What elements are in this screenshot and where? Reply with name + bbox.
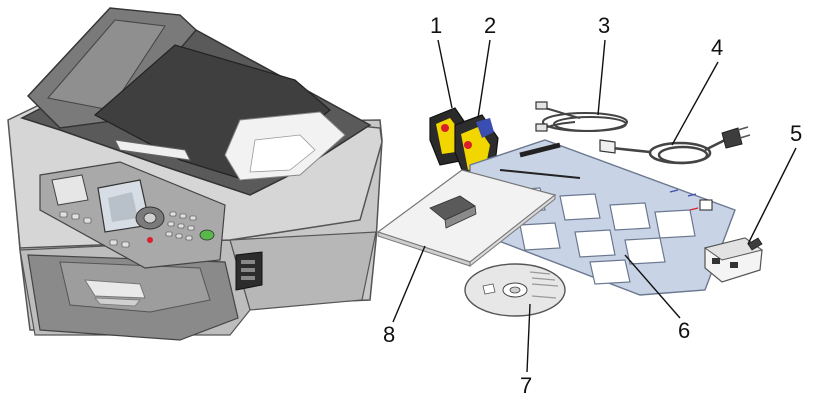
leader-2: [477, 39, 491, 119]
all-in-one-printer-icon: [7, 7, 383, 341]
software-cd-icon: [464, 263, 566, 317]
user-guide-booklet-icon: [376, 169, 557, 268]
callout-8: 8: [383, 322, 395, 347]
callout-4: 4: [711, 35, 723, 60]
leader-6: [624, 254, 681, 319]
callout-6: 6: [678, 318, 690, 343]
callout-5: 5: [790, 121, 802, 146]
leader-5: [747, 147, 797, 245]
leader-4: [671, 61, 719, 146]
setup-sheet-icon: [469, 139, 736, 296]
leader-7: [526, 303, 531, 373]
leader-3: [597, 39, 606, 116]
leader-lines: [392, 39, 797, 373]
phone-cord-icon: [535, 101, 628, 132]
callout-7: 7: [520, 373, 532, 398]
callout-3: 3: [598, 13, 610, 38]
callout-1: 1: [430, 13, 442, 38]
leader-1: [437, 39, 453, 109]
callout-2: 2: [484, 13, 496, 38]
power-cord-icon: [599, 126, 751, 165]
leader-8: [392, 245, 426, 323]
